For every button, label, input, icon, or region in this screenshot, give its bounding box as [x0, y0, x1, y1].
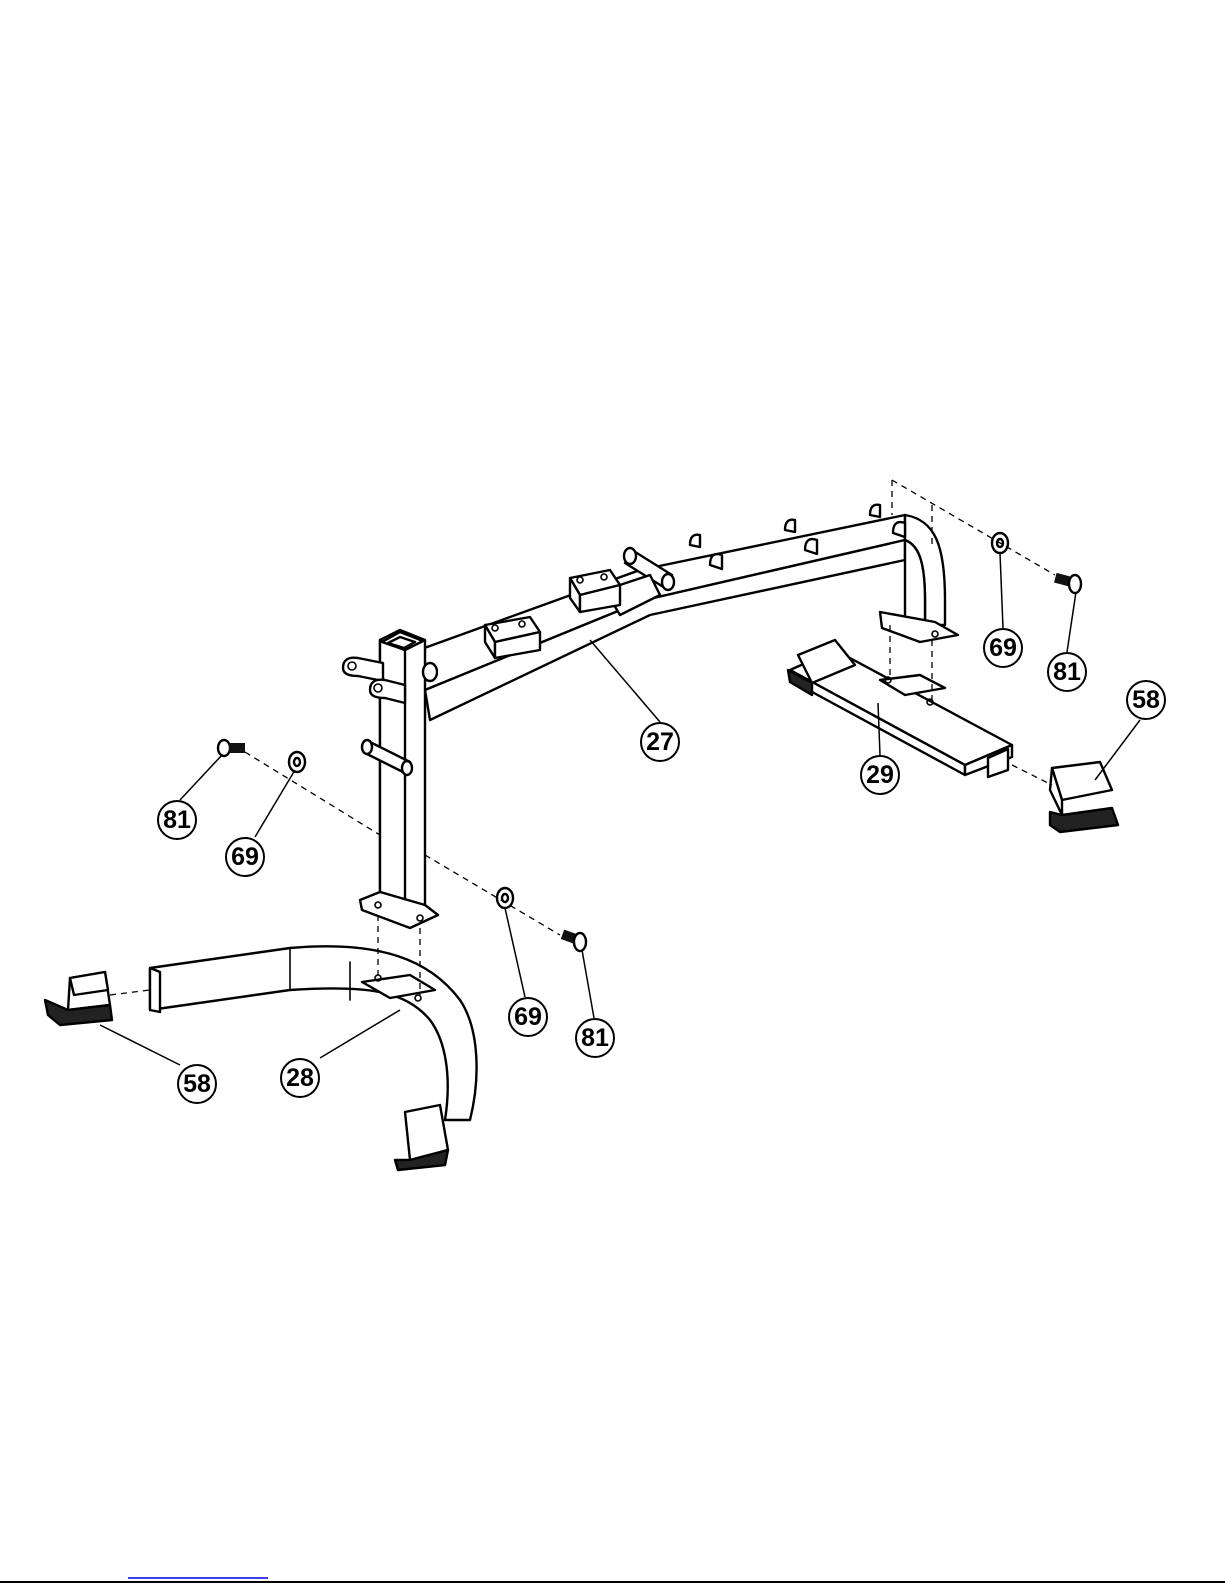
part-81-bolt-right	[1054, 573, 1081, 593]
callout-28: 28	[281, 1059, 319, 1097]
callout-label: 58	[1132, 686, 1160, 714]
callout-58-right: 58	[1127, 681, 1165, 719]
callout-29: 29	[861, 756, 899, 794]
callout-label: 58	[183, 1070, 211, 1098]
part-58-end-cap-right	[1050, 762, 1118, 832]
callout-label: 81	[163, 806, 191, 834]
callout-label: 69	[231, 843, 259, 871]
part-81-bolt-left	[218, 740, 245, 756]
callout-label: 81	[581, 1024, 609, 1052]
part-28-front-base	[150, 946, 477, 1170]
callout-81-left: 81	[158, 801, 196, 839]
callout-58-left: 58	[178, 1065, 216, 1103]
callout-27: 27	[641, 723, 679, 761]
callout-69-middle: 69	[509, 998, 547, 1036]
callout-label: 69	[514, 1003, 542, 1031]
part-69-washer-left	[289, 752, 305, 772]
callout-label: 27	[646, 728, 674, 756]
callout-69-right: 69	[984, 629, 1022, 667]
part-81-bolt-middle	[561, 930, 586, 951]
callout-69-left: 69	[226, 838, 264, 876]
callout-label: 69	[989, 634, 1017, 662]
callout-81-middle: 81	[576, 1019, 614, 1057]
callout-label: 28	[286, 1064, 314, 1092]
part-58-end-cap-left	[45, 972, 112, 1025]
callout-label: 29	[866, 761, 894, 789]
callout-81-right: 81	[1048, 653, 1086, 691]
callout-label: 81	[1053, 658, 1081, 686]
